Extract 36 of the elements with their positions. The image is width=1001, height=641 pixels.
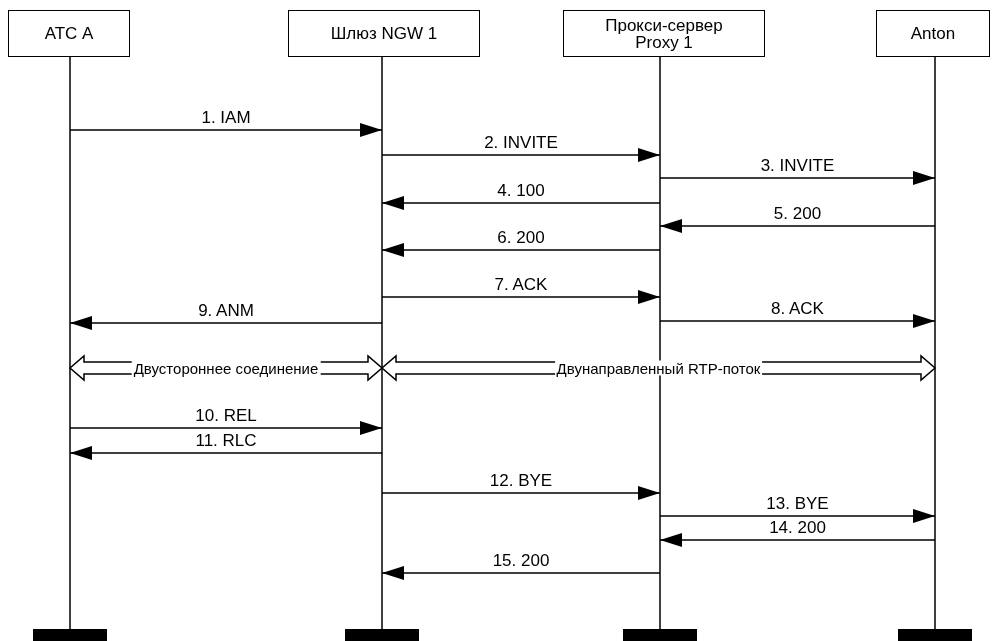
message-label: 5. 200 (773, 204, 822, 224)
message-label: 2. INVITE (484, 133, 558, 153)
message-label: 15. 200 (492, 551, 550, 571)
message-label: 10. REL (195, 406, 257, 426)
edge-label: Двунаправленный RTP-поток (554, 360, 763, 376)
message-label: 13. BYE (766, 494, 829, 514)
message-label: 3. INVITE (760, 156, 835, 176)
participant-box: АТС А (8, 10, 130, 57)
message-arrow (381, 486, 661, 500)
edge-label: Двустороннее соединение (131, 360, 321, 376)
message-arrow (659, 533, 936, 547)
message-label: 6. 200 (497, 228, 545, 248)
message-arrow (69, 421, 383, 435)
message-arrow (69, 316, 383, 330)
message-arrow (381, 243, 661, 257)
participant-box: Прокси-сервер Proxy 1 (563, 10, 765, 57)
message-arrow (381, 290, 661, 304)
participant-box: Anton (876, 10, 990, 57)
message-label: 14. 200 (769, 518, 826, 538)
message-arrow (659, 314, 936, 328)
participant-box: Шлюз NGW 1 (288, 10, 480, 57)
message-label: 7. ACK (494, 275, 548, 295)
message-arrow (659, 509, 936, 523)
message-arrow (381, 148, 661, 162)
message-arrow (69, 446, 383, 460)
message-arrow (381, 196, 661, 210)
message-label: 9. ANM (198, 301, 254, 321)
message-label: 12. BYE (489, 471, 553, 491)
message-arrow (659, 219, 936, 233)
message-label: 11. RLC (195, 431, 257, 451)
message-label: 4. 100 (497, 181, 545, 201)
message-arrow (381, 566, 661, 580)
message-label: 1. IAM (201, 108, 251, 128)
message-arrow (659, 171, 936, 185)
message-arrow (69, 123, 383, 137)
message-label: 8. ACK (771, 299, 824, 319)
